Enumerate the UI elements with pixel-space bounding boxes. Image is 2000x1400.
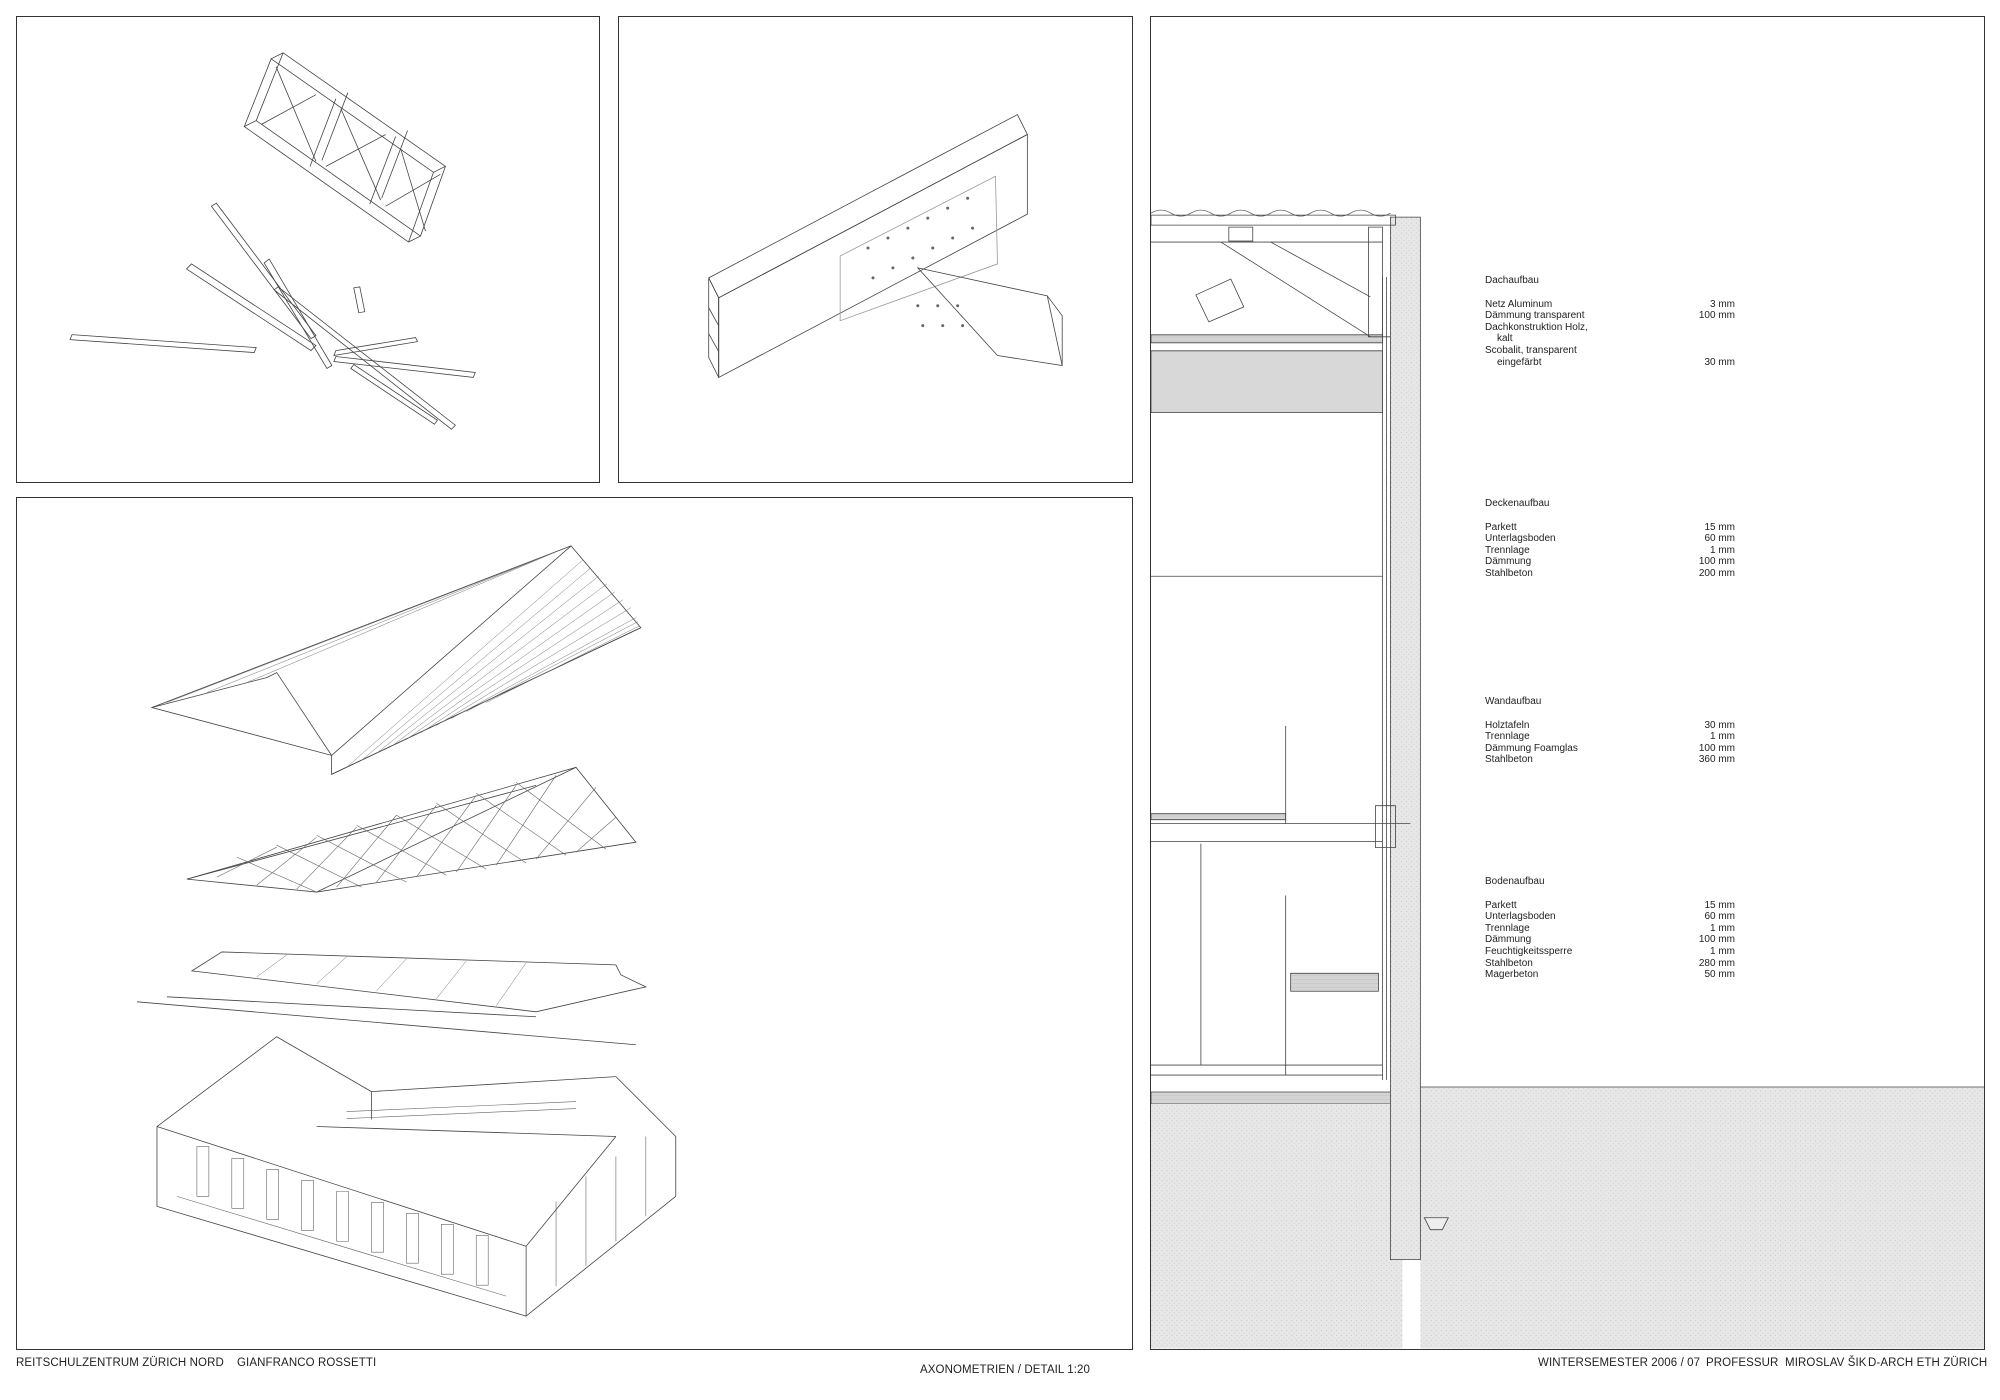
panel-building-axonometry [16,497,1133,1350]
legend-row-value: 30 mm [1704,719,1735,731]
legend-row-label: Scobalit, transparent [1485,344,1577,356]
legend-row: Trennlage 1 mm [1485,923,1735,935]
building-shell-layer [157,1037,676,1316]
wall-section [1390,217,1420,1259]
legend-row-label: Dämmung Foamglas [1485,742,1578,754]
legend-row: Dachkonstruktion Holz, [1485,322,1735,334]
footer-semester: WINTERSEMESTER 2006 / 07 [1538,1357,1701,1369]
legend-row: Dämmung 100 mm [1485,934,1735,946]
beam-drawing [619,17,1132,482]
legend-row-value: 1 mm [1710,731,1735,743]
legend-row: Parkett 15 mm [1485,522,1735,534]
roof-profile [1151,210,1390,216]
legend-row-label: Parkett [1485,899,1517,911]
truss-drawing [17,17,599,482]
legend-title: Dachaufbau [1485,275,1539,286]
legend-row: Dämmung transparent 100 mm [1485,310,1735,322]
legend-row: Dämmung Foamglas 100 mm [1485,743,1735,755]
legend-row: Unterlagsboden 60 mm [1485,533,1735,545]
legend-row-value: 100 mm [1698,556,1735,568]
legend-row: Magerbeton 50 mm [1485,969,1735,981]
legend-row-value: 15 mm [1704,899,1735,911]
legend-ceiling-build-up: Deckenaufbau Parkett 15 mm Unterlagsboden 6… [1485,498,1735,580]
legend-row: Stahlbeton 360 mm [1485,754,1735,766]
legend-row-label: Parkett [1485,521,1517,533]
legend-row: Dämmung 100 mm [1485,556,1735,568]
legend-row-value: 30 mm [1704,356,1735,368]
legend-row: Stahlbeton 200 mm [1485,568,1735,580]
legend-row-label: Dämmung [1485,934,1532,946]
legend-row-label: Holztafeln [1485,719,1530,731]
footer-professor: PROFESSUR MIROSLAV ŠIK [1706,1357,1867,1369]
legend-row-label: Dachkonstruktion Holz, [1485,321,1588,333]
footer-project: REITSCHULZENTRUM ZÜRICH NORD [16,1357,224,1369]
foundation-hatch [1151,1103,1403,1349]
legend-row-value: 100 mm [1698,742,1735,754]
legend-row-value: 3 mm [1710,298,1735,310]
footer-author: GIANFRANCO ROSSETTI [237,1357,377,1369]
legend-row-label: Feuchtigkeitssperre [1485,945,1573,957]
legend-row-label: Dämmung [1485,556,1532,568]
legend-row: Trennlage 1 mm [1485,731,1735,743]
legend-row-value: 360 mm [1698,754,1735,766]
legend-row-label: Magerbeton [1485,969,1539,981]
legend-row: Netz Aluminum 3 mm [1485,299,1735,311]
legend-row-value: 1 mm [1710,922,1735,934]
legend-row-value: 280 mm [1698,957,1735,969]
footer-school: D-ARCH ETH ZÜRICH [1868,1357,1988,1369]
roof-skin-layer [152,546,641,774]
legend-row-label: Stahlbeton [1485,754,1533,766]
legend-row-label: Unterlagsboden [1485,911,1556,923]
legend-row: eingefärbt 30 mm [1485,357,1735,369]
legend-row-label: Trennlage [1485,731,1530,743]
legend-row-value: 100 mm [1698,934,1735,946]
legend-row-label: Stahlbeton [1485,957,1533,969]
legend-row-label: Trennlage [1485,922,1530,934]
ceiling-layer [137,952,646,1045]
legend-title: Bodenaufbau [1485,876,1545,887]
legend-row: Holztafeln 30 mm [1485,720,1735,732]
footer-sheet-title: AXONOMETRIEN / DETAIL 1:20 [920,1364,1091,1376]
legend-row-value: 100 mm [1698,310,1735,322]
legend-row: Stahlbeton 280 mm [1485,958,1735,970]
roof-truss-layer [187,767,636,892]
panel-beam-axonometry [618,16,1133,483]
legend-row-value: 60 mm [1704,911,1735,923]
legend-row-label: Unterlagsboden [1485,533,1556,545]
legend-row: Trennlage 1 mm [1485,545,1735,557]
ground-hatch [1420,1087,1984,1349]
legend-row-value: 1 mm [1710,544,1735,556]
legend-row-value: 60 mm [1704,533,1735,545]
legend-row-label: Trennlage [1485,544,1530,556]
legend-row: Parkett 15 mm [1485,900,1735,912]
legend-row-label: kalt [1497,333,1513,345]
legend-row-value: 1 mm [1710,945,1735,957]
legend-title: Deckenaufbau [1485,498,1550,509]
legend-row-value: 50 mm [1704,969,1735,981]
legend-row-value: 200 mm [1698,567,1735,579]
legend-floor-build-up: Bodenaufbau Parkett 15 mm Unterlagsboden 60… [1485,876,1735,981]
legend-row-label: Stahlbeton [1485,567,1533,579]
legend-row-label: eingefärbt [1497,356,1542,368]
panel-truss-axonometry [16,16,600,483]
legend-row-label: Dämmung transparent [1485,310,1585,322]
legend-row: Scobalit, transparent [1485,345,1735,357]
legend-row: Feuchtigkeitssperre 1 mm [1485,946,1735,958]
building-drawing [17,498,1132,1349]
legend-row-value: 15 mm [1704,521,1735,533]
legend-title: Wandaufbau [1485,696,1542,707]
ceiling-slab [1151,351,1382,413]
legend-row: Unterlagsboden 60 mm [1485,911,1735,923]
drain-symbol [1424,1218,1448,1230]
legend-row: kalt [1485,333,1735,345]
section-drawing [1151,17,1984,1349]
legend-row-label: Netz Aluminum [1485,298,1553,310]
